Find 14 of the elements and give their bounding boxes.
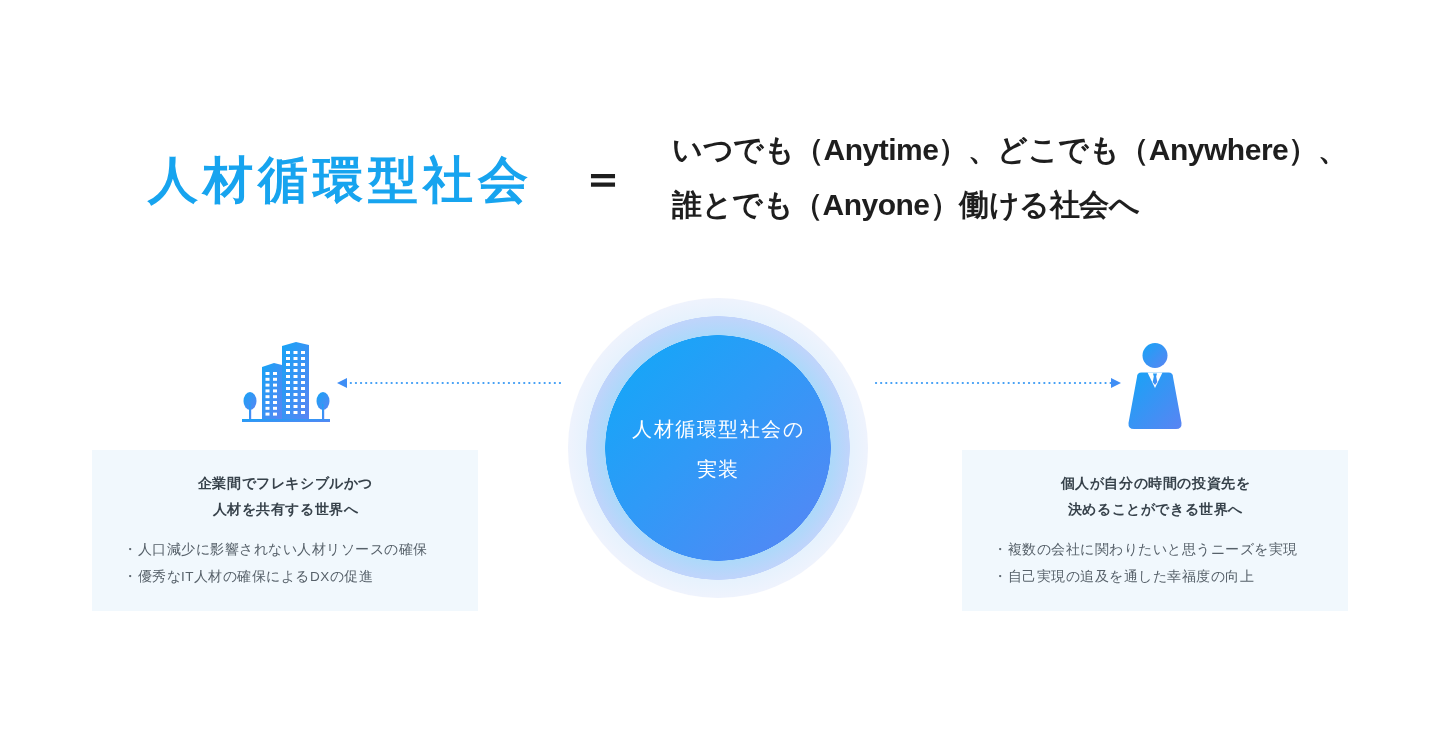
bullet-point: ・人口減少に影響されない人材リソースの確保 (123, 541, 428, 559)
dotted-arrow (874, 378, 1122, 388)
dotted-arrow (336, 378, 562, 388)
tagline: いつでも（Anytime）、どこでも（Anywhere）、誰とでも（Anyone）働ける社会へ (672, 132, 1349, 223)
bullet-point: ・自己実現の追及を通した幸福度の向上 (993, 568, 1254, 586)
circle-label: 人材循環型社会の実装 (631, 417, 805, 482)
equals-sign: ＝ (581, 152, 625, 204)
bullet-point: ・優秀なIT人材の確保によるDXの促進 (123, 568, 374, 586)
panel-heading: 個人が自分の時間の投資先を決めることができる世界へ (1059, 474, 1252, 519)
person-icon (1128, 343, 1182, 429)
panel-heading: 企業間でフレキシブルかつ人材を共有する世界へ (196, 474, 375, 519)
buildings-icon (242, 342, 330, 422)
bullet-point: ・複数の会社に関わりたいと思うニーズを実現 (993, 541, 1298, 559)
main-heading: 人材循環型社会 (148, 151, 533, 210)
